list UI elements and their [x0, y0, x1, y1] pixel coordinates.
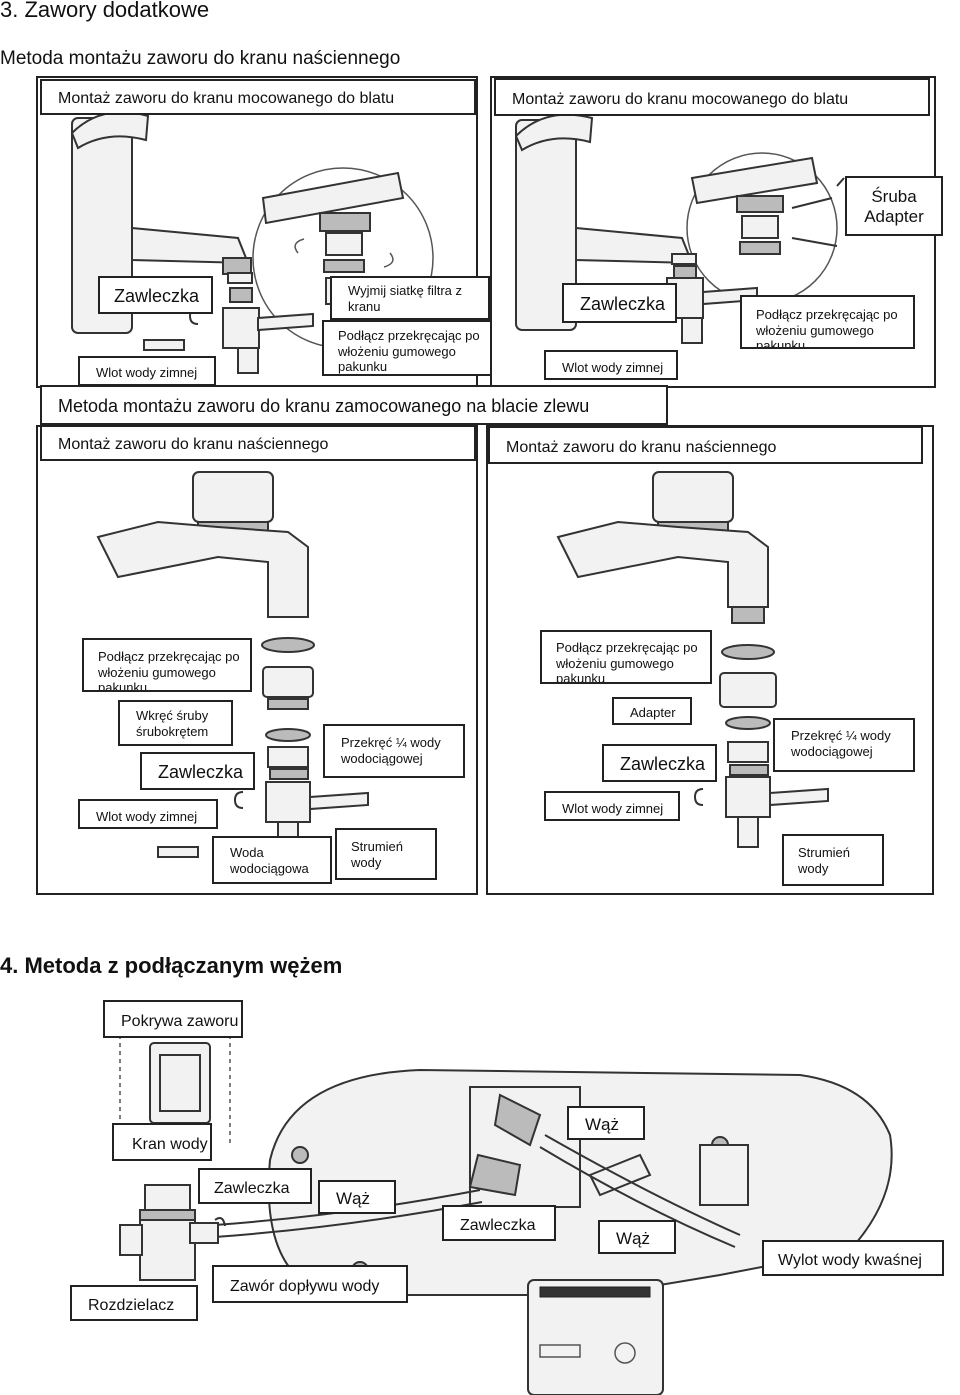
label-wyjmij-top-left: Wyjmij siatkę filtra z kranu: [330, 276, 490, 320]
subtitle-countertop: Metoda montażu zaworu do kranu zamocowan…: [40, 385, 668, 425]
section-3-subtitle: Metoda montażu zaworu do kranu naścienne…: [0, 48, 401, 69]
label-wlot-top-right: Wlot wody zimnej: [544, 350, 678, 380]
label-kran: Kran wody: [112, 1123, 212, 1161]
label-waz-3: Wąż: [598, 1220, 676, 1254]
label-zawleczka-bottom-right: Zawleczka: [602, 744, 717, 782]
label-wlot-top-left: Wlot wody zimnej: [78, 356, 216, 386]
label-text: Zawleczka: [114, 286, 200, 306]
label-adapter-bottom-right: Adapter: [612, 697, 692, 725]
label-text: Przekręć ¼ wody wodociągowej: [341, 735, 441, 766]
label-text: Wylot wody kwaśnej: [778, 1252, 922, 1269]
label-text: Strumień wody: [798, 845, 851, 876]
wall-faucet-illustration-bottom-right: [556, 471, 829, 848]
label-sruba-adapter-top-right: Śruba Adapter: [845, 176, 943, 236]
label-text: Wąż: [585, 1115, 619, 1134]
panel-top-left: [36, 76, 478, 388]
label-waz-2: Wąż: [318, 1180, 396, 1214]
label-podlacz-top-right: Podłącz przekręcając po włożeniu gumoweg…: [740, 295, 915, 349]
header-bottom-right: Montaż zaworu do kranu naściennego: [488, 426, 923, 464]
label-text: Zawleczka: [214, 1180, 290, 1197]
label-text: Strumień wody: [351, 839, 404, 870]
label-przekrec-bottom-left: Przekręć ¼ wody wodociągowej: [323, 724, 465, 778]
label-text: Wlot wody zimnej: [96, 809, 198, 824]
label-text: Woda wodociągowa: [230, 845, 309, 876]
label-strumien-bottom-right: Strumień wody: [782, 834, 884, 886]
label-text: Rozdzielacz: [88, 1297, 175, 1314]
label-zawleczka-1: Zawleczka: [198, 1168, 312, 1204]
label-text: Podłącz przekręcając po włożeniu gumoweg…: [556, 640, 698, 684]
header-bottom-left-text: Montaż zaworu do kranu naściennego: [58, 436, 329, 453]
label-adapter-text: Adapter: [864, 207, 924, 227]
label-podlacz-bottom-left: Podłącz przekręcając po włożeniu gumoweg…: [82, 638, 252, 692]
label-text: Wlot wody zimnej: [96, 365, 198, 380]
label-rozdzielacz: Rozdzielacz: [70, 1285, 198, 1321]
label-przekrec-bottom-right: Przekręć ¼ wody wodociągowej: [773, 718, 915, 772]
label-waz-1: Wąż: [567, 1106, 645, 1140]
label-text: Podłącz przekręcając po włożeniu gumoweg…: [98, 649, 240, 692]
header-top-left: Montaż zaworu do kranu mocowanego do bla…: [40, 79, 476, 115]
header-top-right: Montaż zaworu do kranu mocowanego do bla…: [494, 78, 930, 116]
label-pokrywa: Pokrywa zaworu: [103, 1000, 243, 1038]
label-zawleczka-top-right: Zawleczka: [562, 283, 677, 323]
label-sruba-text: Śruba: [871, 187, 917, 206]
label-text: Pokrywa zaworu: [121, 1013, 239, 1030]
section-3-title: 3. Zawory dodatkowe: [0, 0, 210, 22]
label-strumien-bottom-left: Strumień wody: [335, 828, 437, 880]
header-top-left-text: Montaż zaworu do kranu mocowanego do bla…: [58, 90, 395, 107]
label-text: Wkręć śruby śrubokrętem: [136, 708, 209, 739]
header-bottom-left: Montaż zaworu do kranu naściennego: [40, 425, 476, 461]
wall-faucet-illustration-bottom-left: [96, 471, 369, 858]
label-text: Zawleczka: [580, 294, 666, 314]
label-text: Kran wody: [132, 1136, 208, 1153]
label-zawleczka-2: Zawleczka: [442, 1205, 556, 1241]
label-text: Zawleczka: [620, 754, 706, 774]
label-text: Wąż: [616, 1229, 650, 1248]
label-wkrec-bottom-left: Wkręć śruby śrubokrętem: [118, 700, 233, 746]
label-zawor: Zawór dopływu wody: [212, 1265, 408, 1303]
label-woda-bottom-left: Woda wodociągowa: [212, 836, 332, 884]
label-text: Przekręć ¼ wody wodociągowej: [791, 728, 891, 759]
label-podlacz-top-left: Podłącz przekręcając po włożeniu gumoweg…: [322, 320, 494, 376]
label-zawleczka-top-left: Zawleczka: [98, 276, 213, 314]
label-text: Adapter: [630, 705, 676, 720]
label-text: Podłącz przekręcając po włożeniu gumoweg…: [338, 328, 480, 375]
label-text: Wyjmij siatkę filtra z kranu: [348, 283, 463, 314]
subtitle-countertop-text: Metoda montażu zaworu do kranu zamocowan…: [58, 396, 590, 416]
label-podlacz-bottom-right: Podłącz przekręcając po włożeniu gumoweg…: [540, 630, 712, 684]
label-zawleczka-bottom-left: Zawleczka: [140, 752, 255, 790]
label-wlot-bottom-left: Wlot wody zimnej: [78, 799, 218, 829]
label-text: Zawleczka: [158, 762, 244, 782]
section-4-title: 4. Metoda z podłączanym wężem: [0, 953, 343, 978]
label-wylot: Wylot wody kwaśnej: [762, 1240, 944, 1276]
label-wlot-bottom-right: Wlot wody zimnej: [544, 791, 680, 821]
hose-connection-illustration: [119, 1035, 893, 1395]
header-top-right-text: Montaż zaworu do kranu mocowanego do bla…: [512, 91, 849, 108]
label-text: Wlot wody zimnej: [562, 360, 664, 375]
label-text: Zawleczka: [460, 1217, 536, 1234]
label-text: Wlot wody zimnej: [562, 801, 664, 816]
label-text: Podłącz przekręcając po włożeniu gumoweg…: [756, 307, 898, 349]
label-text: Zawór dopływu wody: [230, 1278, 380, 1295]
label-text: Wąż: [336, 1189, 370, 1208]
faucet-illustration-top-left: [70, 111, 434, 374]
header-bottom-right-text: Montaż zaworu do kranu naściennego: [506, 439, 777, 456]
